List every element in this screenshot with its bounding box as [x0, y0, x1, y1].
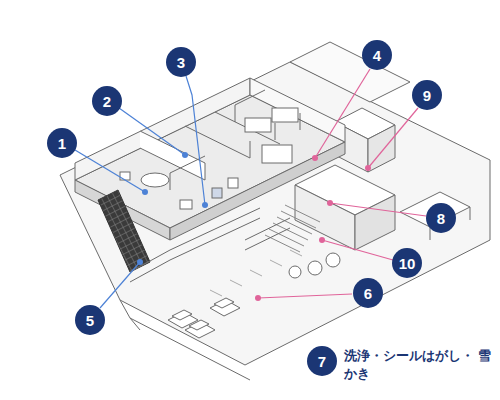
callout-number: 8 — [437, 211, 445, 226]
callout-number: 9 — [423, 88, 431, 103]
callout-number: 2 — [103, 94, 111, 109]
service-note: 洗浄・シールはがし・ 雪かき — [344, 347, 494, 383]
callout-number: 1 — [58, 136, 66, 151]
callout-number: 4 — [373, 48, 381, 63]
callout-number: 5 — [86, 313, 94, 328]
callout-number: 7 — [318, 354, 326, 369]
callout-number: 3 — [177, 55, 185, 70]
callout-number: 6 — [364, 286, 372, 301]
callout-number: 10 — [399, 256, 416, 271]
